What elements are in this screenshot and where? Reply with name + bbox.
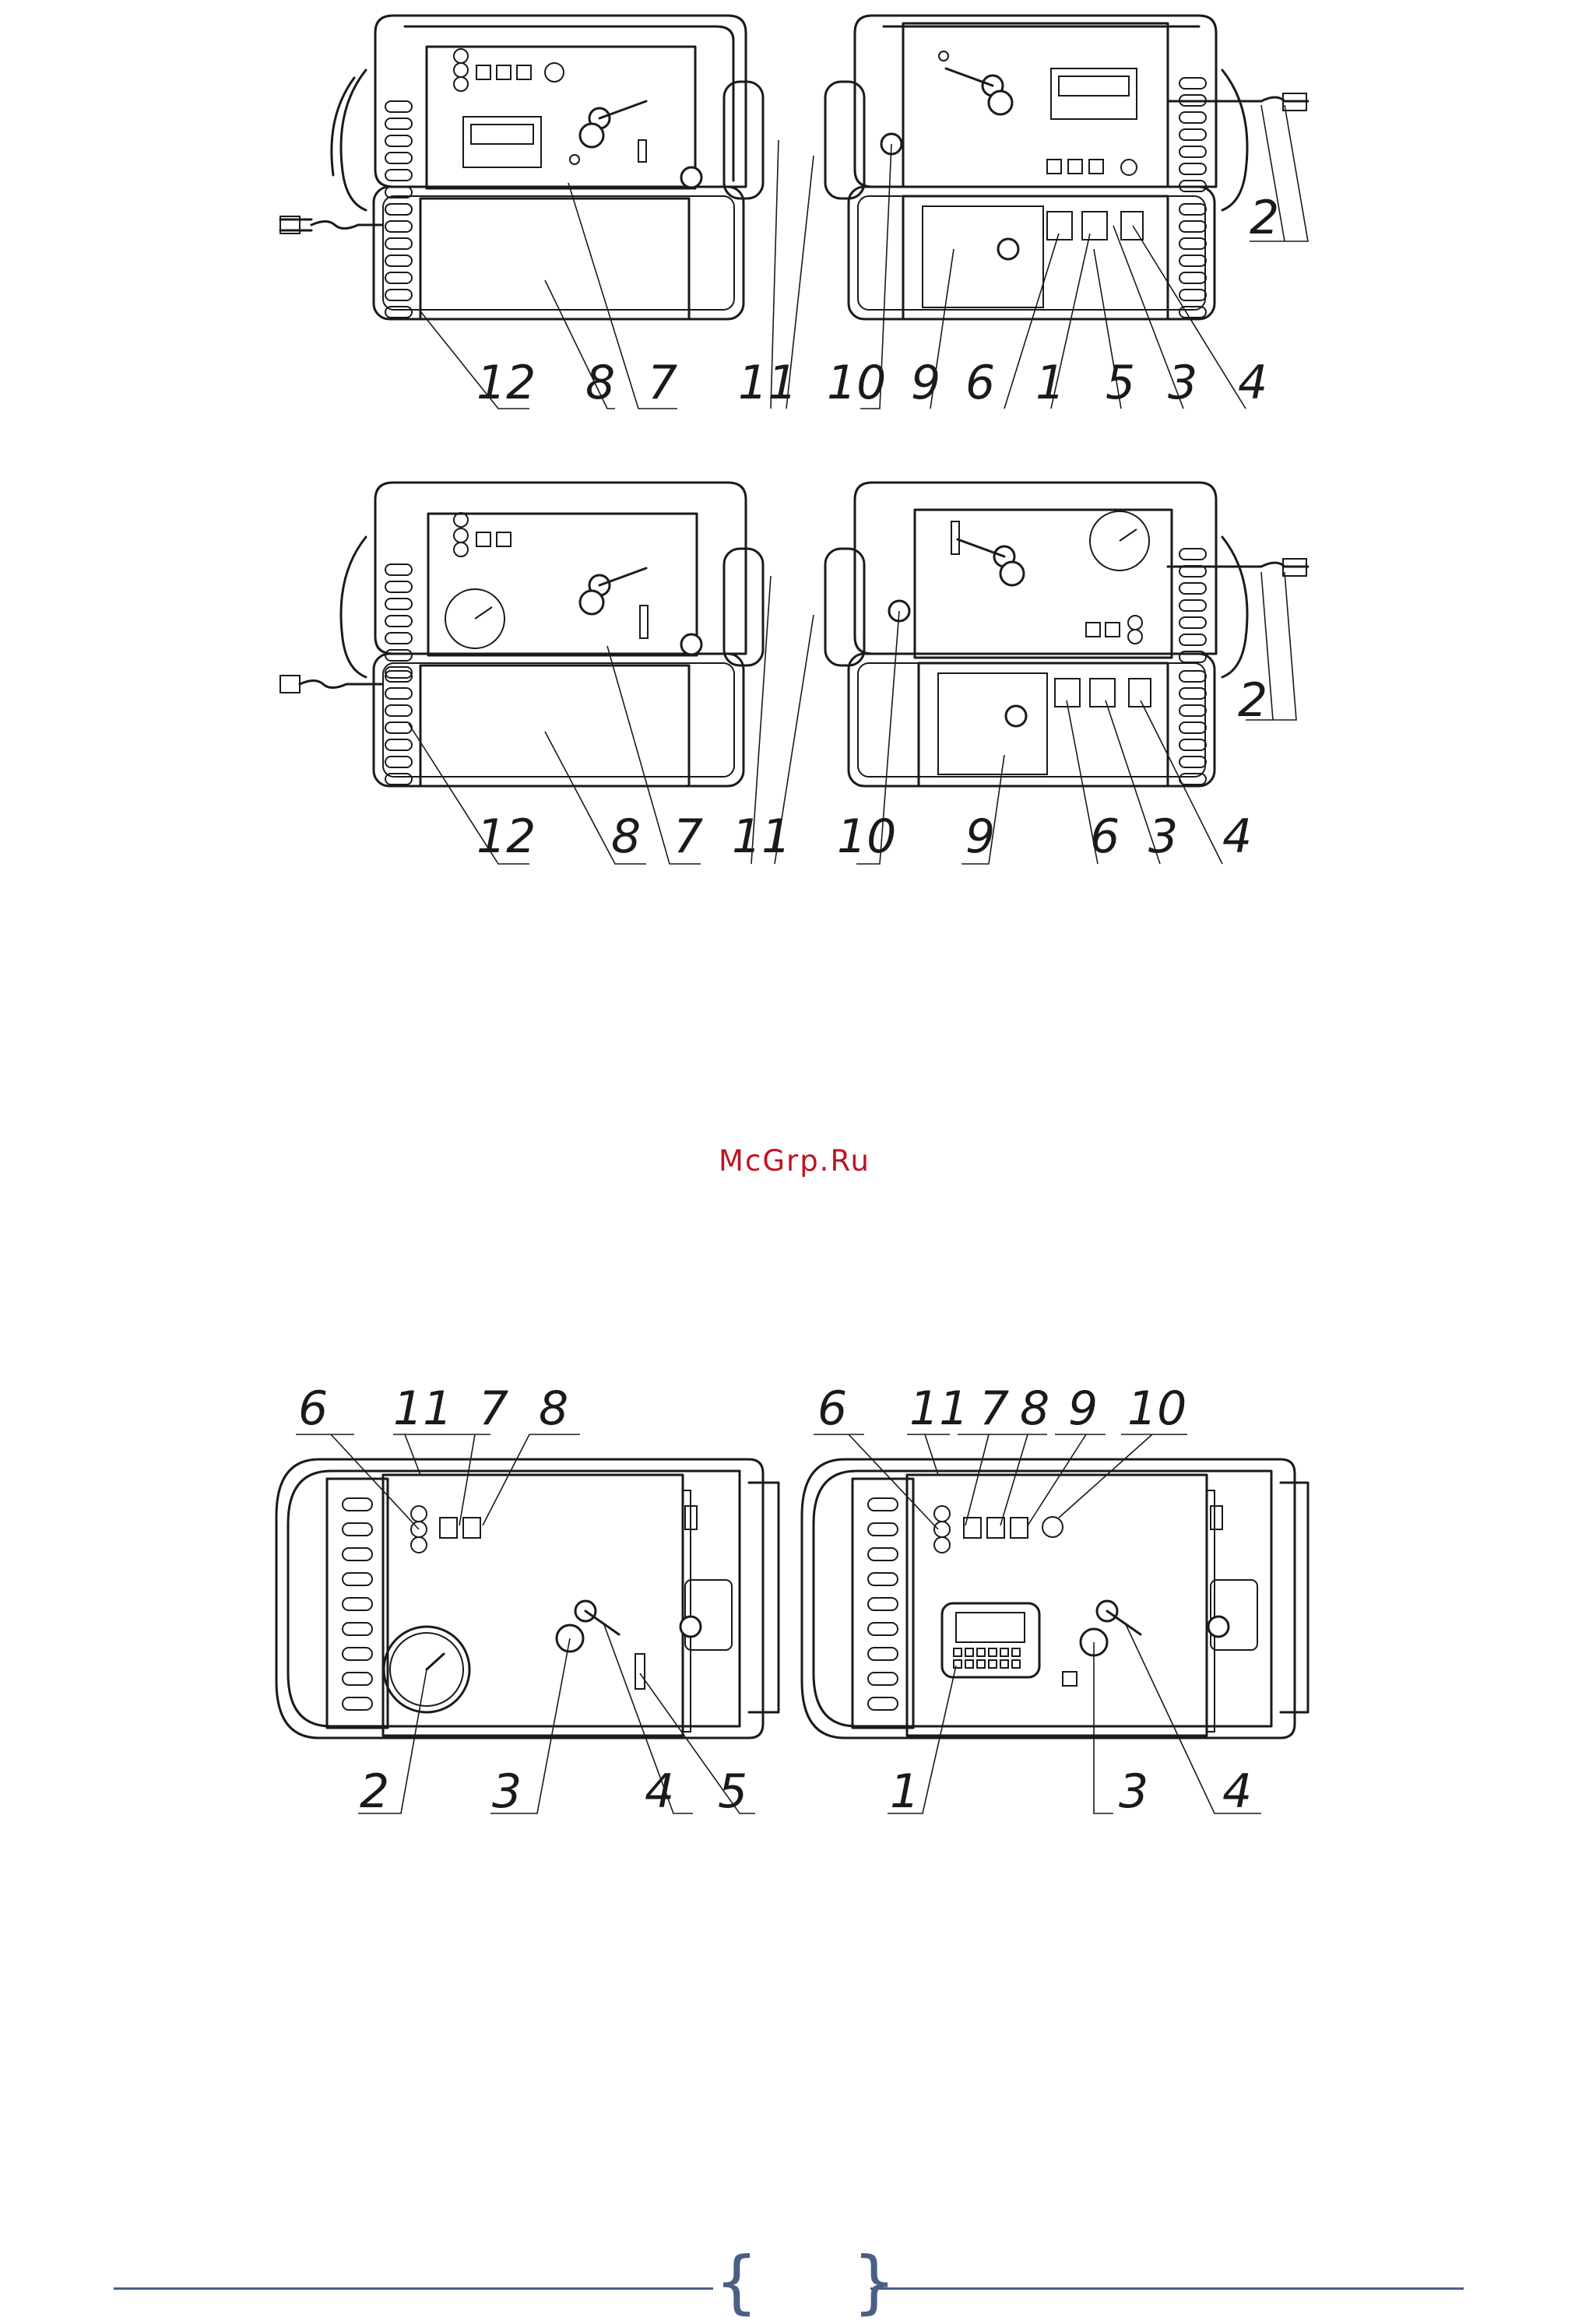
callout-3: 3 [1168,356,1197,410]
callout-2: 2 [1238,673,1267,728]
callout-8: 8 [611,809,641,864]
footer-rule-left [114,2287,713,2290]
footer-rule-right [870,2287,1464,2290]
figure-top-left: 12 8 7 11 [280,16,814,410]
watermark: McGrp.Ru [0,1144,1589,1178]
callout-1: 1 [890,1764,919,1819]
callout-5: 5 [1106,356,1135,410]
callout-2: 2 [360,1764,389,1819]
figure-bottom-right: 6 11 7 8 9 10 [802,1381,1308,1819]
callout-4: 4 [645,1764,674,1819]
callout-1: 1 [1035,356,1065,410]
callout-9: 9 [965,809,995,864]
callout-7: 7 [479,1381,508,1436]
callout-6: 6 [1090,809,1120,864]
callout-10: 10 [827,356,886,410]
callout-11: 11 [738,356,797,410]
callout-4: 4 [1222,1764,1252,1819]
callout-11: 11 [909,1381,969,1436]
callout-11: 11 [393,1381,452,1436]
callout-11: 11 [732,809,791,864]
callout-9: 9 [911,356,940,410]
callout-8: 8 [539,1381,568,1436]
figure-bottom-left: 6 11 7 8 [276,1381,779,1819]
callout-7: 7 [648,356,677,410]
callout-3: 3 [1148,809,1178,864]
callout-12: 12 [476,356,536,410]
figure-top-right: 10 9 6 1 5 3 4 2 [825,16,1308,410]
footer-brace-left: { [715,2248,758,2316]
callout-4: 4 [1238,356,1267,410]
callout-10: 10 [1127,1381,1186,1436]
callout-8: 8 [1020,1381,1049,1436]
callout-6: 6 [965,356,995,410]
callout-3: 3 [1119,1764,1148,1819]
callout-9: 9 [1068,1381,1098,1436]
callout-5: 5 [718,1764,747,1819]
callout-12: 12 [476,809,536,864]
callout-8: 8 [585,356,615,410]
callout-3: 3 [492,1764,522,1819]
callout-6: 6 [298,1381,328,1436]
callout-4: 4 [1222,809,1252,864]
figure-mid-right: 10 9 6 3 4 2 [825,483,1308,864]
figure-mid-left: 12 8 7 11 [280,483,814,864]
callout-6: 6 [817,1381,847,1436]
callout-10: 10 [837,809,896,864]
callout-7: 7 [979,1381,1009,1436]
callout-2: 2 [1250,191,1279,245]
callout-7: 7 [673,809,703,864]
footer-brace-right: } [853,2248,896,2316]
